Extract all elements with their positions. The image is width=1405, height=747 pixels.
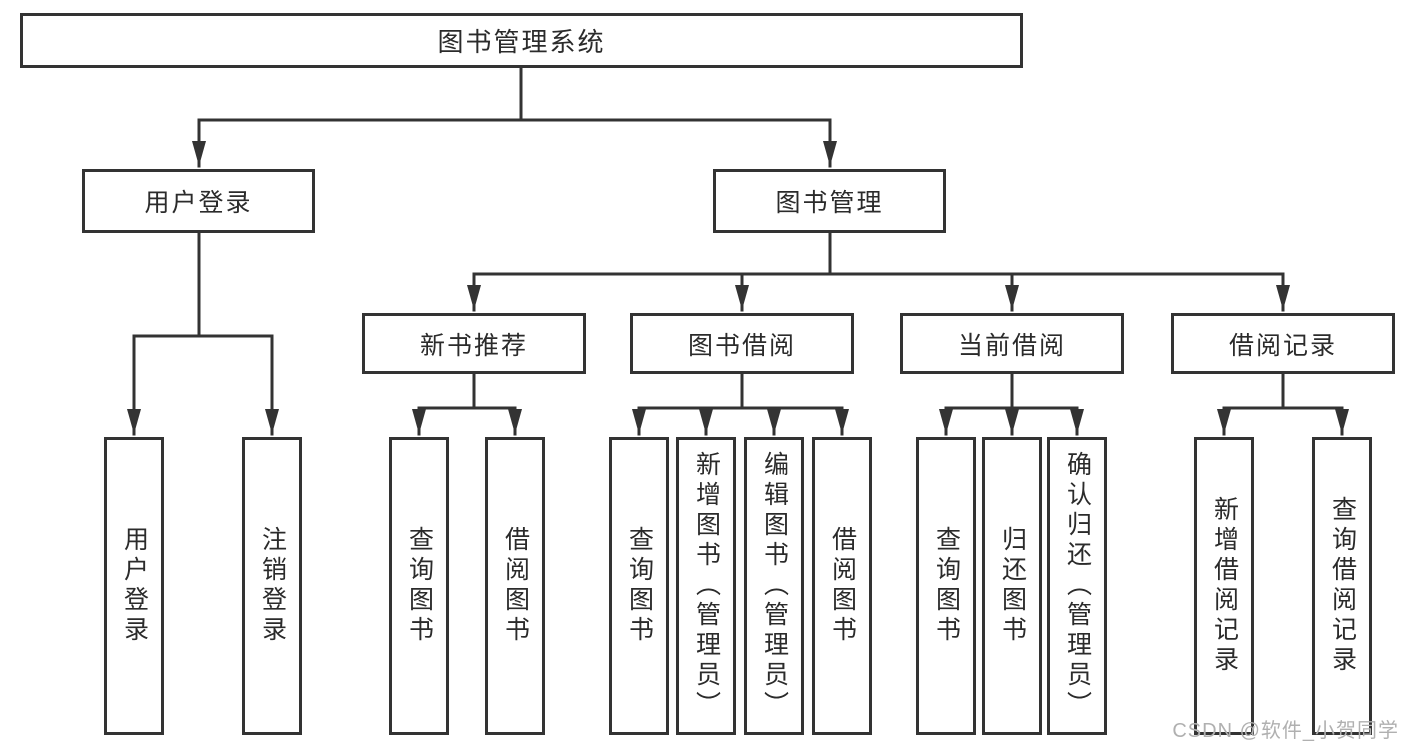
node-book-management: 图书管理 xyxy=(713,169,946,233)
leaf-query-books-3: 查询图书 xyxy=(916,437,976,735)
leaf-query-borrow-record: 查询借阅记录 xyxy=(1312,437,1372,735)
leaf-borrow-books-1: 借阅图书 xyxy=(485,437,545,735)
node-label: 借阅图书 xyxy=(501,526,530,646)
node-label: 用户登录 xyxy=(144,189,253,217)
node-label: 查询图书 xyxy=(932,526,961,646)
leaf-user-login: 用户登录 xyxy=(104,437,164,735)
leaf-query-books-2: 查询图书 xyxy=(609,437,669,735)
node-user-login: 用户登录 xyxy=(82,169,315,233)
node-book-borrow: 图书借阅 xyxy=(630,313,854,374)
leaf-edit-books-admin: 编辑图书（管理员） xyxy=(744,437,804,735)
node-label: 图书借阅 xyxy=(687,331,796,360)
node-label: 新书推荐 xyxy=(419,331,528,360)
node-label: 新增图书（管理员） xyxy=(692,451,721,721)
csdn-watermark: CSDN @软件_小贺同学 xyxy=(1172,720,1399,742)
node-label: 编辑图书（管理员） xyxy=(760,451,789,721)
leaf-confirm-return-admin: 确认归还（管理员） xyxy=(1047,437,1107,735)
node-label: 注销登录 xyxy=(258,526,287,646)
node-label: 查询图书 xyxy=(625,526,654,646)
node-label: 借阅记录 xyxy=(1228,331,1337,360)
leaf-add-borrow-record: 新增借阅记录 xyxy=(1194,437,1254,735)
node-root: 图书管理系统 xyxy=(20,13,1023,68)
node-current-borrow: 当前借阅 xyxy=(900,313,1124,374)
node-label: 图书管理系统 xyxy=(437,27,606,57)
node-label: 查询借阅记录 xyxy=(1328,496,1357,676)
node-label: 归还图书 xyxy=(998,526,1027,646)
leaf-borrow-books-2: 借阅图书 xyxy=(812,437,872,735)
leaf-add-books-admin: 新增图书（管理员） xyxy=(676,437,736,735)
node-label: 当前借阅 xyxy=(957,331,1066,360)
leaf-query-books-1: 查询图书 xyxy=(389,437,449,735)
leaf-return-books: 归还图书 xyxy=(982,437,1042,735)
node-label: 用户登录 xyxy=(120,526,149,646)
node-label: 新增借阅记录 xyxy=(1210,496,1239,676)
node-label: 图书管理 xyxy=(775,189,884,217)
node-label: 查询图书 xyxy=(405,526,434,646)
node-label: 借阅图书 xyxy=(828,526,857,646)
node-label: 确认归还（管理员） xyxy=(1063,451,1092,721)
node-new-book-recommend: 新书推荐 xyxy=(362,313,586,374)
node-borrow-records: 借阅记录 xyxy=(1171,313,1395,374)
leaf-logout: 注销登录 xyxy=(242,437,302,735)
